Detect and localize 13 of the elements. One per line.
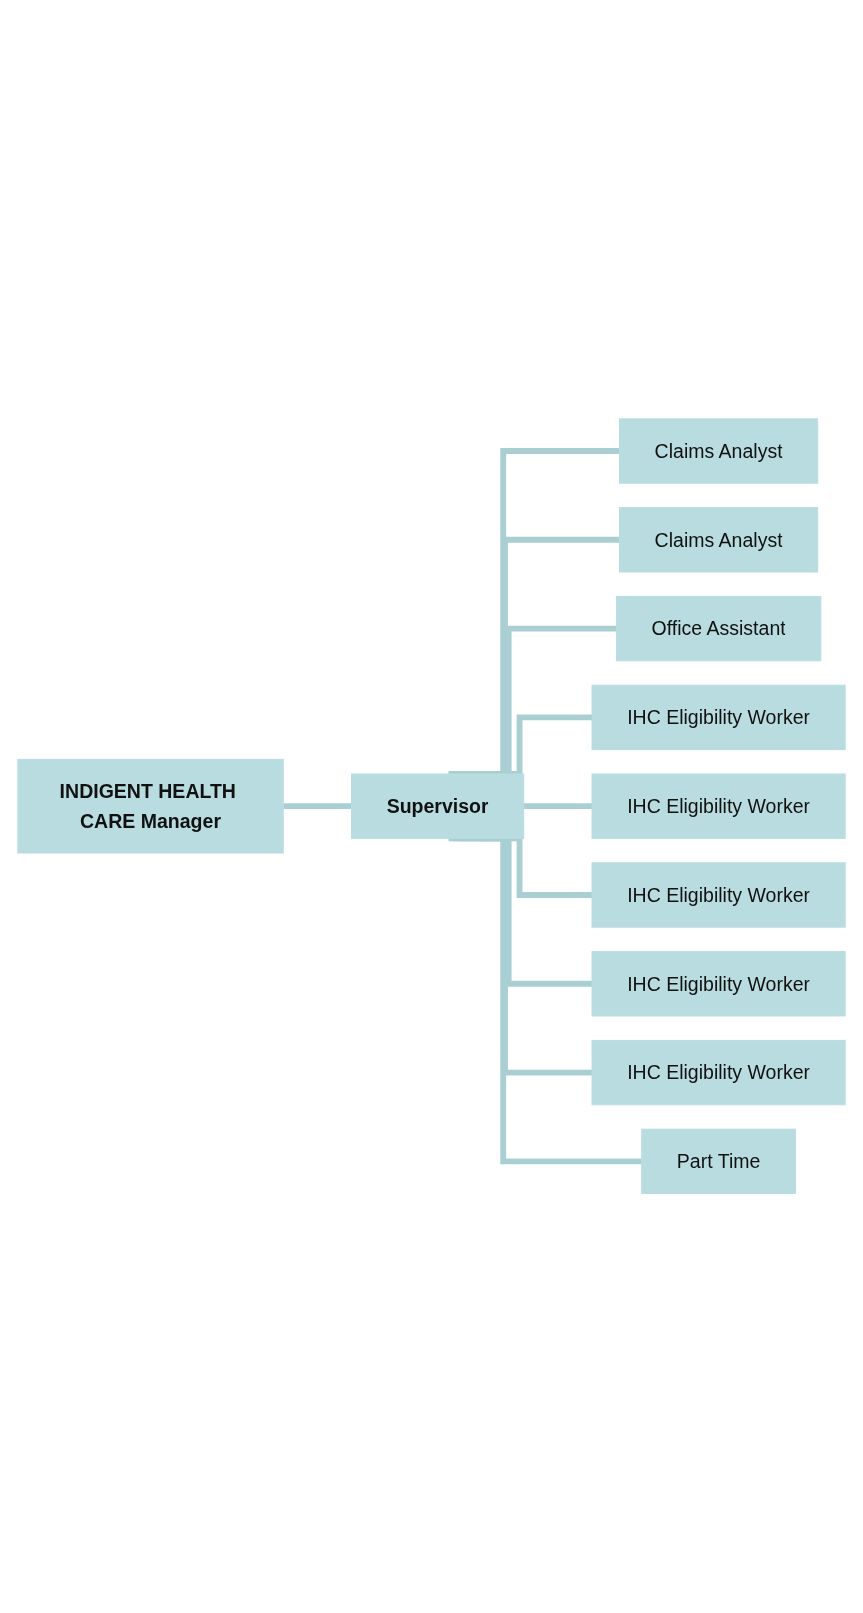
- node-box: Supervisor: [351, 773, 525, 840]
- node-box: IHC Eligibility Worker: [591, 862, 846, 928]
- node-box: Office Assistant: [615, 596, 822, 662]
- node-box: Part Time: [641, 1129, 796, 1195]
- node-box: IHC Eligibility Worker: [591, 773, 846, 840]
- node-box: Claims Analyst: [619, 418, 819, 484]
- connector: [283, 803, 352, 810]
- node-box: Claims Analyst: [619, 507, 819, 573]
- node-box: IHC Eligibility Worker: [591, 685, 846, 751]
- node-box: IHC Eligibility Worker: [591, 951, 846, 1017]
- connector: [523, 803, 593, 810]
- node-box: INDIGENT HEALTH CARE Manager: [17, 759, 284, 854]
- node-box: IHC Eligibility Worker: [591, 1040, 846, 1106]
